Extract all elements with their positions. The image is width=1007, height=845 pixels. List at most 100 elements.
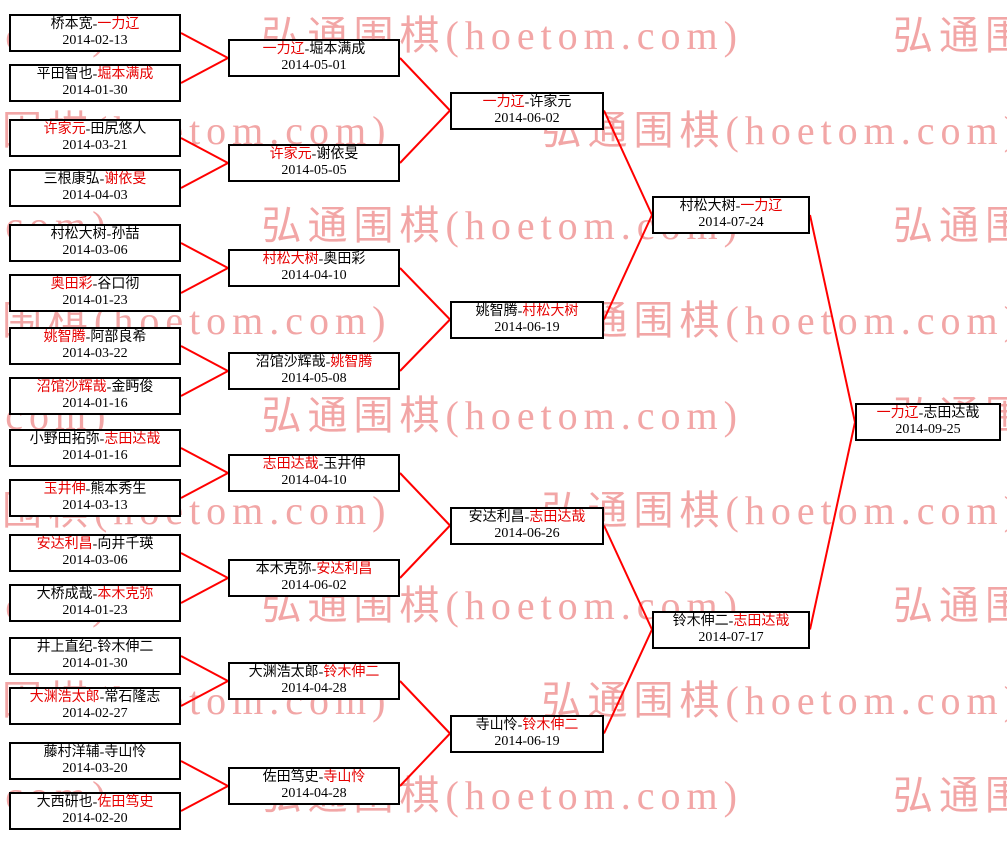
connector-line: [180, 552, 229, 579]
player-name: 铃木伸二: [323, 665, 380, 680]
match-date: 2014-02-13: [62, 33, 128, 48]
connector-line: [809, 422, 856, 630]
player-name: 志田达哉: [104, 432, 161, 447]
connector-line: [180, 447, 229, 474]
player-separator: -: [735, 199, 741, 214]
match-players: 志田达哉-玉井伸: [230, 457, 398, 473]
player-separator: -: [92, 67, 98, 82]
match-date: 2014-03-22: [62, 346, 128, 361]
connector-line: [180, 162, 229, 189]
match-date: 2014-09-25: [895, 422, 961, 437]
match-players: 一力辽-许家元: [452, 95, 602, 111]
match-players: 平田智也-堀本满成: [11, 67, 179, 83]
player-name: 奥田彩: [50, 277, 93, 292]
match-players: 井上直纪-铃木伸二: [11, 640, 179, 656]
match-players: 一力辽-志田达哉: [857, 406, 999, 422]
player-name: 孙喆: [111, 227, 140, 242]
player-name: 玉井伸: [43, 482, 86, 497]
match-players: 本木克弥-安达利昌: [230, 562, 398, 578]
connector-line: [603, 110, 653, 216]
player-separator: -: [318, 770, 324, 785]
match-date: 2014-01-16: [62, 448, 128, 463]
player-separator: -: [92, 537, 98, 552]
player-name: 谢依旻: [104, 172, 147, 187]
connector-line: [399, 109, 451, 164]
match-players: 三根康弘-谢依旻: [11, 172, 179, 188]
player-name: 佐田笃史: [97, 795, 154, 810]
match-date: 2014-01-30: [62, 83, 128, 98]
player-separator: -: [728, 614, 734, 629]
player-name: 堀本满成: [97, 67, 154, 82]
player-name: 志田达哉: [529, 510, 586, 525]
match-date: 2014-03-06: [62, 553, 128, 568]
player-name: 村松大树: [262, 252, 319, 267]
player-separator: -: [311, 562, 317, 577]
match-players: 藤村洋辅-寺山怜: [11, 745, 179, 761]
player-separator: -: [92, 17, 98, 32]
match-players: 村松大树-一力辽: [654, 199, 808, 215]
player-name: 许家元: [529, 95, 572, 110]
match-players: 许家元-田尻悠人: [11, 122, 179, 138]
player-name: 安达利昌: [468, 510, 525, 525]
player-name: 村松大树: [522, 304, 579, 319]
player-separator: -: [524, 510, 530, 525]
player-separator: -: [85, 122, 91, 137]
match-date: 2014-07-24: [698, 215, 764, 230]
match-players: 大西研也-佐田笃史: [11, 795, 179, 811]
match-date: 2014-01-23: [62, 293, 128, 308]
player-name: 藤村洋辅: [43, 745, 100, 760]
connector-line: [180, 57, 229, 84]
connector-line: [180, 137, 229, 164]
match-players: 一力辽-堀本满成: [230, 42, 398, 58]
player-name: 安达利昌: [316, 562, 373, 577]
player-separator: -: [318, 457, 324, 472]
connector-line: [180, 370, 229, 397]
player-name: 沼馆沙辉哉: [255, 355, 326, 370]
player-name: 金眄俊: [111, 380, 154, 395]
match-players: 大桥成哉-本木克弥: [11, 587, 179, 603]
match-players: 村松大树-奥田彩: [230, 252, 398, 268]
player-name: 一力辽: [262, 42, 305, 57]
match-players: 奥田彩-谷口彻: [11, 277, 179, 293]
player-name: 安达利昌: [36, 537, 93, 552]
match-players: 安达利昌-志田达哉: [452, 510, 602, 526]
connector-line: [603, 214, 653, 320]
player-name: 寺山怜: [323, 770, 366, 785]
player-name: 井上直纪: [36, 640, 93, 655]
match-date: 2014-01-30: [62, 656, 128, 671]
player-separator: -: [99, 745, 105, 760]
match-date: 2014-05-05: [281, 163, 347, 178]
player-name: 一力辽: [876, 406, 919, 421]
match-date: 2014-04-10: [281, 268, 347, 283]
player-name: 堀本满成: [309, 42, 366, 57]
match-date: 2014-04-28: [281, 681, 347, 696]
connector-line: [180, 655, 229, 682]
player-separator: -: [318, 252, 324, 267]
connector-line: [399, 267, 451, 321]
player-name: 田尻悠人: [90, 122, 147, 137]
player-name: 村松大树: [679, 199, 736, 214]
player-name: 村松大树: [50, 227, 107, 242]
connector-line: [180, 680, 229, 707]
player-name: 铃木伸二: [97, 640, 154, 655]
match-players: 沼馆沙辉哉-金眄俊: [11, 380, 179, 396]
player-separator: -: [311, 147, 317, 162]
player-name: 大渊浩太郎: [29, 690, 100, 705]
player-separator: -: [517, 304, 523, 319]
